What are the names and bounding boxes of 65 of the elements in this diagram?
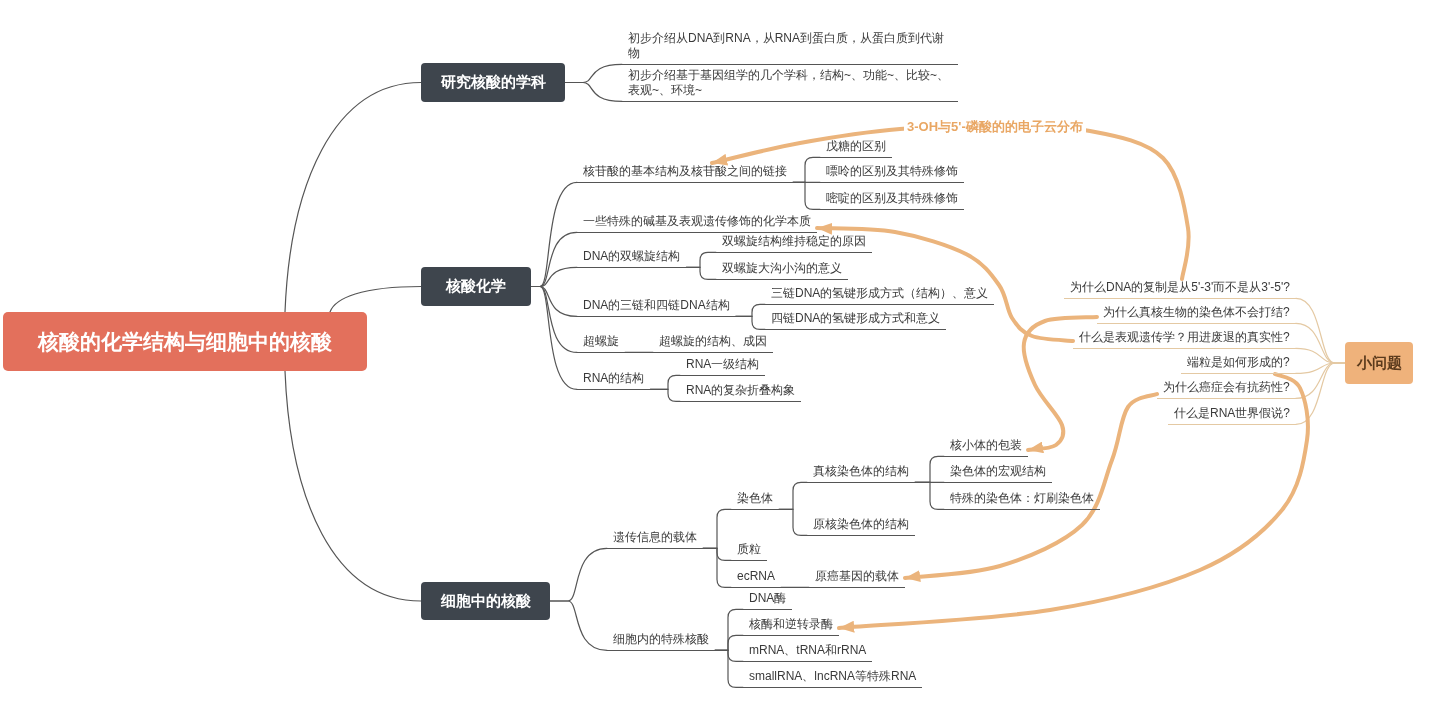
underlined-subtopic: mRNA、tRNA和rRNA [743,642,873,662]
underlined-subtopic: 双螺旋大沟小沟的意义 [716,260,848,280]
question-subtopic: 什么是表观遗传学？用进废退的真实性? [1073,329,1296,349]
underlined-subtopic: 嘌呤的区别及其特殊修饰 [820,163,964,183]
underlined-subtopic: 核酶和逆转录酶 [743,616,839,636]
connector-line [649,388,681,402]
connector-line [284,81,422,313]
curved-arrow [837,372,1310,634]
question-subtopic: 为什么癌症会有抗药性? [1157,379,1296,399]
connector-line [792,181,821,210]
connector-line [778,508,808,536]
floating-topic-box: 小问题 [1345,342,1413,384]
underlined-subtopic: 核小体的包装 [944,437,1028,457]
underlined-subtopic: 初步介绍从DNA到RNA，从RNA到蛋白质，从蛋白质到代谢物 [622,31,958,65]
underlined-subtopic: RNA的结构 [577,370,651,390]
underlined-subtopic: 三链DNA的氢键形成方式（结构）、意义 [765,285,995,305]
underlined-subtopic: 染色体的宏观结构 [944,463,1052,483]
underlined-subtopic: 嘧啶的区别及其特殊修饰 [820,190,964,210]
underlined-subtopic: 原癌基因的载体 [809,568,905,588]
connector-line [549,600,608,651]
underlined-subtopic: DNA的三链和四链DNA结构 [577,297,736,317]
connector-line [780,586,810,588]
underlined-subtopic: 细胞内的特殊核酸 [607,631,715,651]
underlined-subtopic: 核苷酸的基本结构及核苷酸之间的链接 [577,163,793,183]
underlined-subtopic: DNA酶 [743,590,793,610]
underlined-subtopic: 超螺旋的结构、成因 [653,333,773,353]
edge-label: 3-OH与5'-磷酸的的电子云分布 [904,119,1086,135]
underlined-subtopic: 质粒 [731,541,767,561]
central-topic-box: 核酸的化学结构与细胞中的核酸 [3,312,367,371]
underlined-subtopic: 遗传信息的载体 [607,529,703,549]
connector-line [1295,362,1346,425]
underlined-subtopic: DNA的双螺旋结构 [577,248,687,268]
question-subtopic: 什么是RNA世界假说? [1168,405,1296,425]
underlined-subtopic: 染色体 [731,490,779,510]
connector-line [564,81,623,102]
underlined-subtopic: 原核染色体的结构 [807,516,915,536]
topic-box: 核酸化学 [421,267,531,306]
topic-box: 细胞中的核酸 [421,582,550,620]
underlined-subtopic: RNA一级结构 [680,356,766,376]
curved-arrow [903,392,1159,583]
question-subtopic: 为什么真核生物的染色体不会打结? [1097,304,1296,324]
connector-line [914,481,945,510]
question-subtopic: 端粒是如何形成的? [1181,354,1296,374]
connector-line [624,351,654,353]
connector-line [735,315,766,330]
connector-line [284,370,422,602]
underlined-subtopic: smallRNA、lncRNA等特殊RNA [743,668,923,688]
connector-line [702,547,732,588]
underlined-subtopic: 四链DNA的氢键形成方式和意义 [765,310,947,330]
underlined-subtopic: RNA的复杂折叠构象 [680,382,802,402]
underlined-subtopic: 特殊的染色体：灯刷染色体 [944,490,1100,510]
question-subtopic: 为什么DNA的复制是从5'-3'而不是从3'-5'? [1064,279,1296,299]
connector-line [685,266,717,280]
underlined-subtopic: 一些特殊的碱基及表观遗传修饰的化学本质 [577,213,817,233]
connector-line [714,649,744,688]
underlined-subtopic: 真核染色体的结构 [807,463,915,483]
underlined-subtopic: 初步介绍基于基因组学的几个学科，结构~、功能~、比较~、表观~、环境~ [622,68,958,102]
topic-box: 研究核酸的学科 [421,63,565,102]
underlined-subtopic: 超螺旋 [577,333,625,353]
curved-arrow [815,222,1075,343]
underlined-subtopic: ecRNA [731,568,781,588]
connector-line [530,285,578,390]
underlined-subtopic: 戊糖的区别 [820,138,892,158]
underlined-subtopic: 双螺旋结构维持稳定的原因 [716,233,872,253]
connector-line [329,285,422,313]
